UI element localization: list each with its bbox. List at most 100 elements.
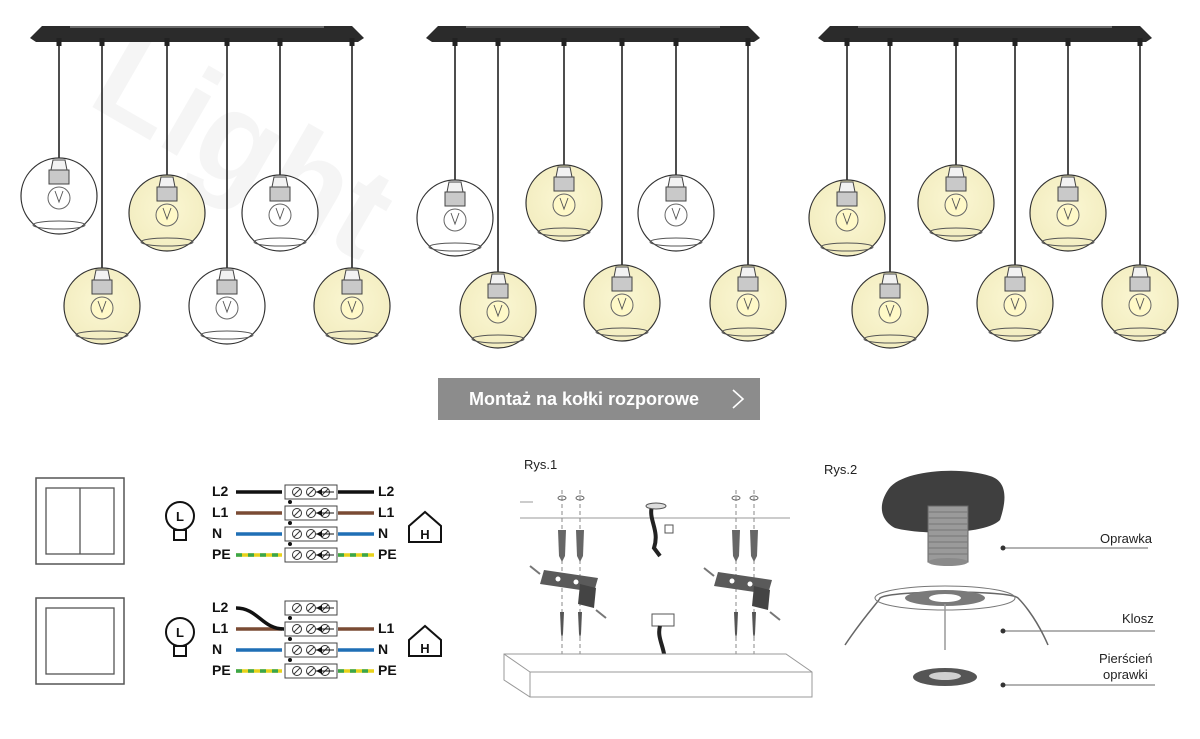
- arrow-head: [316, 626, 322, 632]
- bulb-filament: [951, 197, 961, 211]
- shade-opening: [200, 330, 254, 340]
- double-switch: [35, 477, 125, 565]
- terminal-screw-slot: [307, 625, 315, 633]
- bridge-dot: [288, 542, 292, 546]
- screw: [560, 612, 564, 638]
- shade-opening: [988, 327, 1042, 337]
- cable-grip: [1012, 38, 1018, 46]
- mounting-bracket: [529, 565, 607, 619]
- arrow-head: [316, 510, 322, 516]
- socket: [737, 276, 759, 292]
- figure1-title: Rys.1: [524, 457, 558, 472]
- wire-label-right-pe: PE: [378, 546, 397, 562]
- shade-opening: [140, 237, 194, 247]
- pendant-lamp: [63, 38, 141, 345]
- bulb: [1056, 203, 1080, 227]
- bulb: [215, 296, 239, 320]
- shade-opening: [75, 330, 129, 340]
- mounting-banner-button[interactable]: Montaż na kołki rozporowe: [438, 378, 760, 420]
- bulb: [835, 208, 859, 232]
- house-icon-letter: H: [420, 527, 429, 542]
- banner-label: Montaż na kołki rozporowe: [468, 388, 700, 409]
- bulb-icon: L: [165, 617, 195, 657]
- terminal-screw-slot: [293, 551, 301, 559]
- bulb-filament: [743, 297, 753, 311]
- bulb: [736, 293, 760, 317]
- bulb-filament: [54, 190, 64, 204]
- cable-grip: [953, 38, 959, 46]
- bracket-tab: [752, 586, 770, 610]
- wall-plug: [750, 530, 758, 562]
- drill-hole: [731, 495, 741, 501]
- label-pierscien-1: Pierścień: [1099, 651, 1153, 666]
- socket: [156, 186, 178, 202]
- cable-outlet: [645, 502, 667, 510]
- wire-label-left-pe: PE: [212, 662, 231, 678]
- bridge-dot: [288, 500, 292, 504]
- bulb-filament: [559, 197, 569, 211]
- shade-opening: [820, 242, 874, 252]
- bulb: [610, 293, 634, 317]
- cable-grip: [224, 38, 230, 46]
- bulb: [268, 203, 292, 227]
- pendant-lamp: [128, 38, 206, 252]
- screw: [752, 612, 756, 638]
- socket-cap: [947, 166, 965, 178]
- cable-grip: [452, 38, 458, 46]
- shade-opening: [1041, 237, 1095, 247]
- socket-cap: [739, 266, 757, 278]
- cable-grip: [495, 38, 501, 46]
- bulb-filament: [347, 300, 357, 314]
- leader-dot: [1000, 628, 1006, 634]
- socket: [611, 276, 633, 292]
- shade-opening: [32, 220, 86, 230]
- arrow-head: [316, 647, 322, 653]
- screw: [734, 612, 738, 638]
- wire-label-left-l1: L1: [212, 620, 229, 636]
- wire-label-left-l2: L2: [212, 599, 229, 615]
- bracket-tab: [578, 584, 596, 608]
- bulb: [552, 193, 576, 217]
- terminal-block: [284, 600, 338, 616]
- drill-hole: [557, 495, 567, 501]
- cable-grip: [619, 38, 625, 46]
- bulb-filament: [275, 207, 285, 221]
- wire-label-right-l1: L1: [378, 504, 395, 520]
- pendant-lamp: [851, 38, 929, 349]
- socket: [1057, 186, 1079, 202]
- terminal-screw-slot: [307, 488, 315, 496]
- socket-cap: [93, 269, 111, 281]
- bulb-filament: [222, 300, 232, 314]
- shade-opening: [721, 327, 775, 337]
- socket-cap: [613, 266, 631, 278]
- bulb-filament: [1135, 297, 1145, 311]
- arrow-head: [316, 668, 322, 674]
- bulb-filament: [450, 212, 460, 226]
- socket: [444, 191, 466, 207]
- shade-opening: [325, 330, 379, 340]
- wire-label-left-n: N: [212, 641, 223, 657]
- shade-hole: [929, 594, 961, 602]
- pendant-lamp: [917, 38, 995, 242]
- ceiling-rose: [881, 470, 1005, 533]
- socket: [945, 176, 967, 192]
- screw: [578, 612, 582, 638]
- arrow-head: [316, 531, 322, 537]
- bulb: [443, 208, 467, 232]
- bracket-screw: [703, 567, 715, 577]
- wire-label-left-l2: L2: [212, 483, 229, 499]
- wire-label-right-l2: L2: [378, 483, 395, 499]
- figure2-title: Rys.2: [824, 462, 858, 477]
- socket: [1129, 276, 1151, 292]
- terminal-block: [284, 621, 338, 637]
- bulb-icon-letter: L: [176, 625, 184, 640]
- socket-cap: [218, 269, 236, 281]
- single-switch: [35, 597, 125, 685]
- bulb: [90, 296, 114, 320]
- terminal-screw-slot: [293, 667, 301, 675]
- pendant-lamp: [808, 38, 886, 257]
- ceiling-canopy: [30, 26, 364, 42]
- socket-cap: [271, 176, 289, 188]
- bracket-hole: [747, 581, 753, 587]
